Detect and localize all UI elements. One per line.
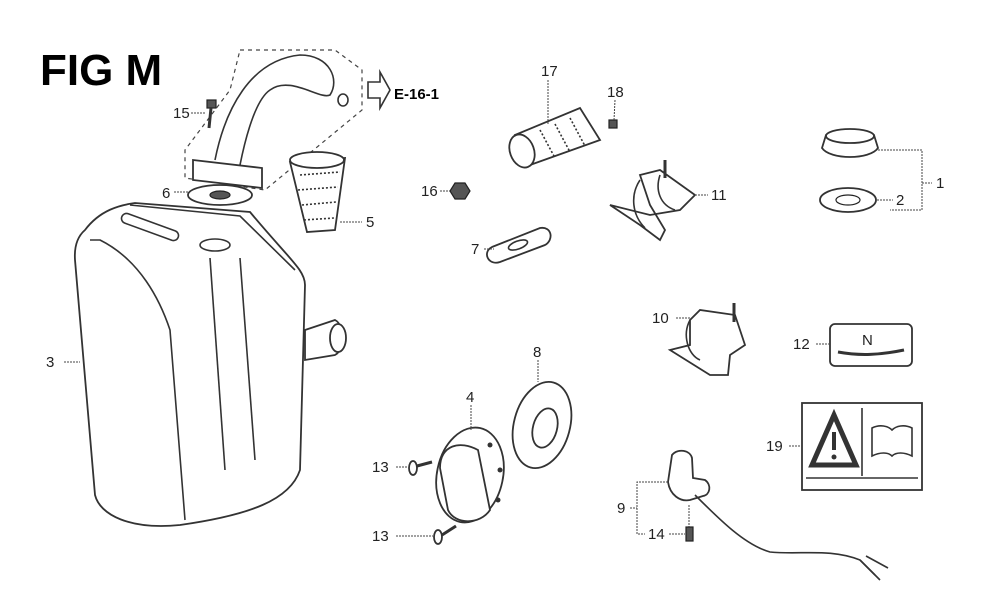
callout-7: 7: [471, 241, 479, 258]
figure-title: FIG M: [40, 46, 162, 95]
callout-14: 14: [648, 526, 665, 543]
flange-plate-8: [511, 360, 573, 470]
callout-16: 16: [421, 183, 438, 200]
gasket-7: [484, 227, 552, 264]
callout-8: 8: [533, 344, 541, 361]
screw-18: [608, 99, 618, 129]
callout-13-upper: 13: [372, 459, 389, 476]
callout-18: 18: [607, 84, 624, 101]
bolt-15: [191, 99, 217, 129]
fuel-cap-1: [821, 128, 879, 158]
exhaust-pipe: [184, 49, 391, 191]
label-12-symbol: N: [862, 332, 873, 349]
sensor-9: [630, 449, 889, 581]
callout-17: 17: [541, 63, 558, 80]
callout-19: 19: [766, 438, 783, 455]
pipe-17: [508, 80, 602, 169]
cover-4: [435, 405, 505, 524]
spark-arrester-screen-5: [288, 151, 362, 233]
gasket-6: [174, 184, 253, 206]
nut-16: [440, 182, 471, 200]
rubber-mount-11: [609, 160, 708, 242]
callout-3: 3: [46, 354, 54, 371]
warning-label-19: [789, 402, 923, 491]
screw-13-lower: [396, 524, 457, 545]
callout-5: 5: [366, 214, 374, 231]
rubber-mount-10: [667, 303, 747, 376]
seal-2: [819, 149, 932, 213]
callout-2: 2: [896, 192, 904, 209]
callout-4: 4: [466, 389, 474, 406]
callout-10: 10: [652, 310, 669, 327]
callout-11: 11: [711, 187, 727, 204]
label-12: N: [816, 323, 913, 367]
callout-9: 9: [617, 500, 625, 517]
callout-13-lower: 13: [372, 528, 389, 545]
callout-6: 6: [162, 185, 170, 202]
callout-12: 12: [793, 336, 810, 353]
reference-e-16-1[interactable]: E-16-1: [394, 86, 439, 103]
muffler-3: [64, 202, 347, 527]
screw-13-upper: [396, 460, 433, 476]
callout-1: 1: [936, 175, 944, 192]
callout-15: 15: [173, 105, 190, 122]
